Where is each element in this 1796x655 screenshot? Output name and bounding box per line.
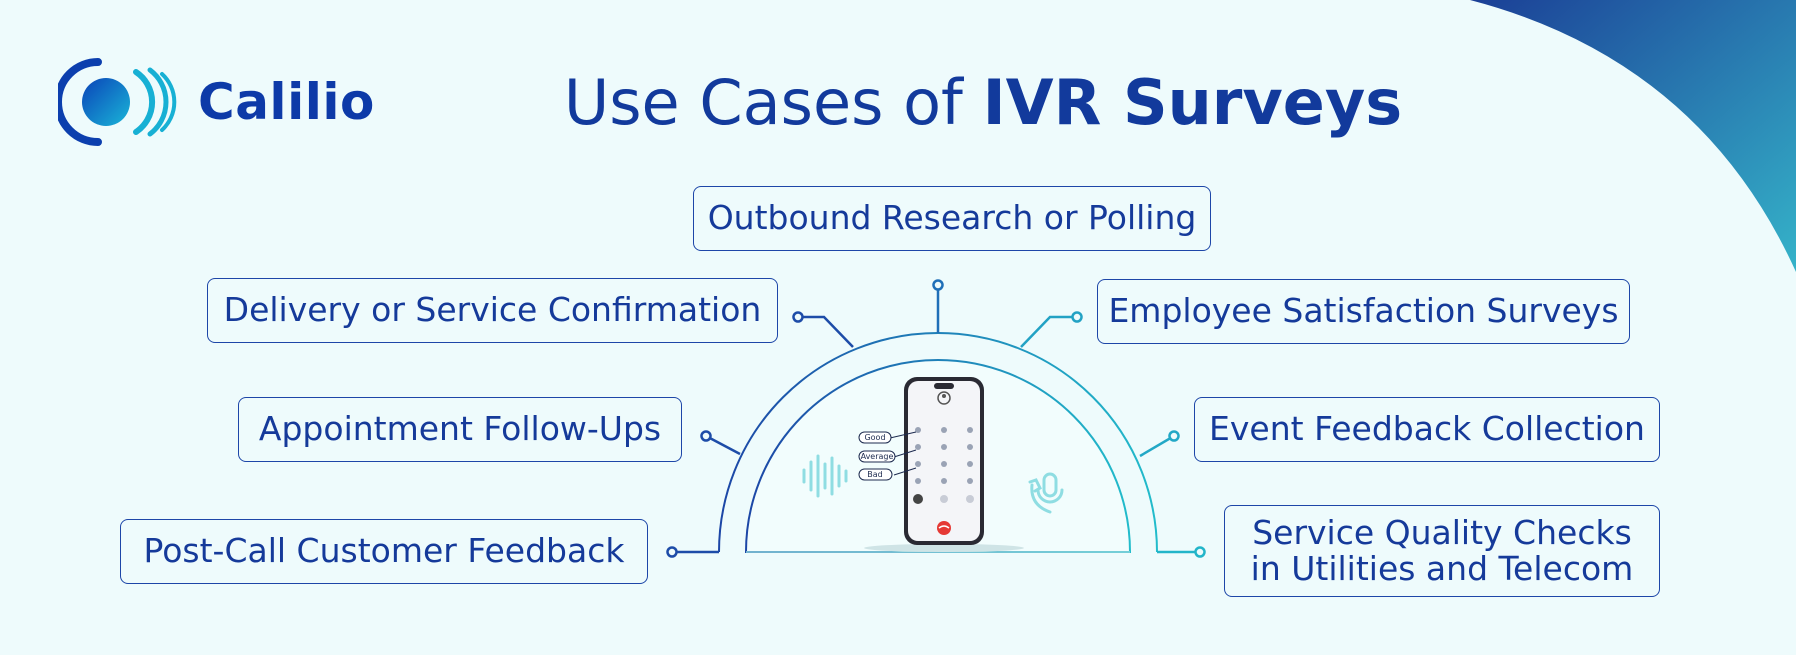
- brand-name: Calilio: [198, 73, 375, 131]
- use-case-outbound-research: Outbound Research or Polling: [693, 186, 1211, 251]
- title-prefix: Use Cases of: [563, 66, 963, 139]
- sound-wave-icon: [802, 454, 848, 498]
- survey-options: Good Average Bad: [858, 431, 917, 481]
- use-case-employee-satisfaction: Employee Satisfaction Surveys: [1097, 279, 1630, 344]
- option-good: Good: [864, 433, 885, 442]
- smartphone-illustration: [864, 377, 1024, 552]
- use-case-delivery-confirmation: Delivery or Service Confirmation: [207, 278, 778, 343]
- calilio-logo-icon: [58, 58, 177, 146]
- option-bad: Bad: [867, 470, 882, 479]
- page-title: Use Cases of IVR Surveys: [0, 66, 1796, 139]
- use-case-event-feedback: Event Feedback Collection: [1194, 397, 1660, 462]
- title-emphasis: IVR Surveys: [982, 66, 1403, 139]
- use-case-appointment-follow-ups: Appointment Follow-Ups: [238, 397, 682, 462]
- use-case-service-quality-checks: Service Quality Checks in Utilities and …: [1224, 505, 1660, 597]
- connectors: [666, 279, 1206, 558]
- use-case-post-call-feedback: Post-Call Customer Feedback: [120, 519, 648, 584]
- option-average: Average: [861, 452, 894, 461]
- brand-logo: Calilio: [58, 56, 375, 148]
- phone-mic-icon: [1028, 472, 1064, 514]
